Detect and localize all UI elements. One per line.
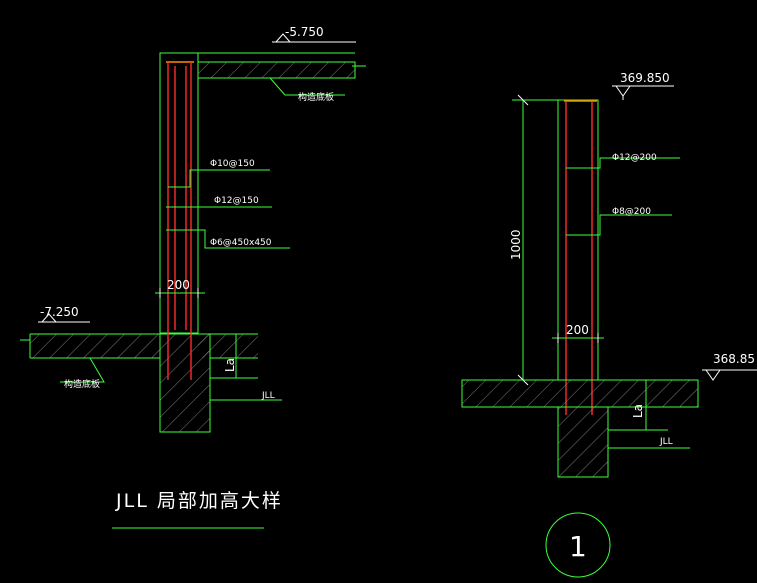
left-top-slab-label: 构造底板 [298, 91, 334, 103]
left-top-slab [198, 62, 355, 78]
right-top-elevation: 369.850 [620, 71, 670, 85]
detail-number-circle [545, 512, 611, 578]
right-bottom-elevation: 368.85 [713, 352, 755, 366]
detail-number: 1 [569, 530, 587, 563]
left-detail [20, 33, 366, 529]
left-rebar-3: Φ6@450x450 [210, 238, 272, 248]
left-rebar-2: Φ12@150 [214, 196, 259, 206]
right-rebar-1: Φ12@200 [612, 153, 657, 163]
right-beam [558, 407, 608, 477]
left-wall-thickness: 200 [167, 278, 190, 292]
left-top-elevation: -5.750 [285, 25, 324, 39]
right-wall-thickness: 200 [566, 323, 589, 337]
right-height-dim: 1000 [509, 229, 523, 260]
left-rebar-1: Φ10@150 [210, 159, 255, 169]
left-anchorage-label: Lа [223, 358, 237, 372]
left-bottom-slab-label: 构造底板 [64, 378, 100, 390]
left-beam-label: JLL [261, 391, 275, 401]
right-slab [462, 380, 698, 407]
left-detail-title: JLL 局部加高大样 [115, 490, 283, 512]
right-beam-label: JLL [659, 437, 673, 447]
right-detail [461, 85, 757, 578]
left-bottom-elevation: -7.250 [40, 305, 79, 319]
right-rebar-2: Φ8@200 [612, 207, 651, 217]
right-anchorage-label: Lа [631, 404, 645, 418]
